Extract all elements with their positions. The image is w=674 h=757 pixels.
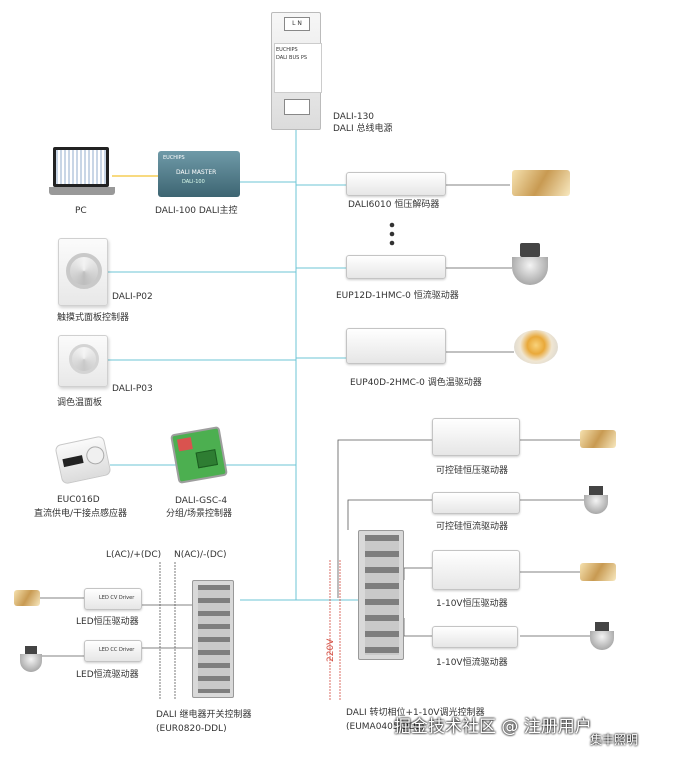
v110-cv-driver — [432, 550, 520, 590]
pc-label: PC — [75, 206, 87, 216]
ellipsis-dot — [389, 240, 395, 246]
pc-laptop — [49, 147, 115, 200]
v220-label: 220V — [326, 638, 336, 662]
p02-label-name: 触摸式面板控制器 — [57, 313, 130, 323]
downlight-image — [584, 486, 608, 514]
downlight-image — [20, 646, 42, 672]
psu-label-code: DALI-130 — [333, 112, 375, 122]
watermark-sub: 集丰照明 — [590, 733, 639, 747]
phase-cc-label: 可控硅恒流驱动器 — [436, 522, 509, 532]
mains-l-label: L(AC)/+(DC) — [106, 550, 162, 560]
watermark-text: 掘金技术社区 @ 注册用户 — [394, 717, 592, 737]
relay-label-model: (EUR0820-DDL) — [156, 724, 227, 734]
gsc-label-code: DALI-GSC-4 — [175, 496, 228, 506]
p03-label-name: 调色温面板 — [57, 398, 103, 408]
eur0820-relay-controller — [192, 580, 234, 698]
sensor-label-name: 直流供电/干接点感应器 — [34, 509, 128, 519]
downlight-image — [512, 243, 548, 285]
eup12d-driver — [346, 255, 446, 279]
psu-brand: EUCHIPS — [276, 47, 298, 53]
psu-label-name: DALI 总线电源 — [333, 124, 393, 134]
ellipsis-dot — [389, 231, 395, 237]
phase-cc-driver — [432, 492, 520, 514]
v110-cc-label: 1-10V恒流驱动器 — [436, 658, 508, 668]
p03-label-code: DALI-P03 — [112, 384, 153, 394]
phase-cv-label: 可控硅恒压驱动器 — [436, 466, 509, 476]
led-cv-label: LED恒压驱动器 — [76, 617, 139, 627]
dali-130-power-supply: L N EUCHIPS DALI BUS PS — [271, 12, 322, 130]
downlight-image — [590, 622, 614, 650]
led-strip-image — [512, 170, 570, 196]
v110-cc-driver — [432, 626, 518, 648]
relay-label-name: DALI 继电器开关控制器 — [156, 710, 252, 720]
phase-cv-driver — [432, 418, 520, 456]
master-label: DALI-100 DALI主控 — [155, 206, 238, 216]
led-strip-image — [14, 590, 40, 606]
driver-cc-text: LED CC Driver — [99, 647, 135, 653]
master-title: DALI MASTER — [176, 169, 217, 176]
gsc-label-name: 分组/场景控制器 — [166, 509, 233, 519]
dali-p02-touch-panel — [58, 238, 108, 306]
master-model: DALI-100 — [182, 179, 205, 185]
euma0405-dimmer — [358, 530, 404, 660]
led-strip-image — [580, 563, 616, 581]
psu-terminal-top: L N — [284, 17, 310, 31]
master-brand: EUCHIPS — [163, 155, 185, 161]
led-cc-label: LED恒流驱动器 — [76, 670, 139, 680]
dimmer-label-model: (EUMA0405-DDL) — [346, 722, 425, 732]
psu-model: DALI BUS PS — [276, 55, 308, 61]
led-cc-driver: LED CC Driver — [84, 640, 142, 662]
ellipsis-dot — [389, 222, 395, 228]
eup40d-driver — [346, 328, 446, 364]
dali6010-decoder — [346, 172, 446, 196]
sensor-label-code: EUC016D — [57, 495, 100, 505]
led-cv-driver: LED CV Driver — [84, 588, 142, 610]
eup12-label: EUP12D-1HMC-0 恒流驱动器 — [336, 291, 459, 301]
led-strip-image — [580, 430, 616, 448]
downlight-cct-image — [514, 330, 558, 364]
dali-gsc-4-controller — [170, 426, 228, 484]
eup40-label: EUP40D-2HMC-0 调色温驱动器 — [350, 378, 482, 388]
driver-cv-text: LED CV Driver — [99, 595, 135, 601]
dali-p03-panel — [58, 335, 108, 387]
mains-n-label: N(AC)/-(DC) — [174, 550, 227, 560]
decoder-label: DALI6010 恒压解码器 — [348, 200, 440, 210]
p02-label-code: DALI-P02 — [112, 292, 153, 302]
dimmer-label-name: DALI 转切相位+1-10V调光控制器 — [346, 708, 485, 718]
dali-100-master: EUCHIPS DALI MASTER DALI-100 — [158, 151, 240, 197]
v110-cv-label: 1-10V恒压驱动器 — [436, 599, 508, 609]
